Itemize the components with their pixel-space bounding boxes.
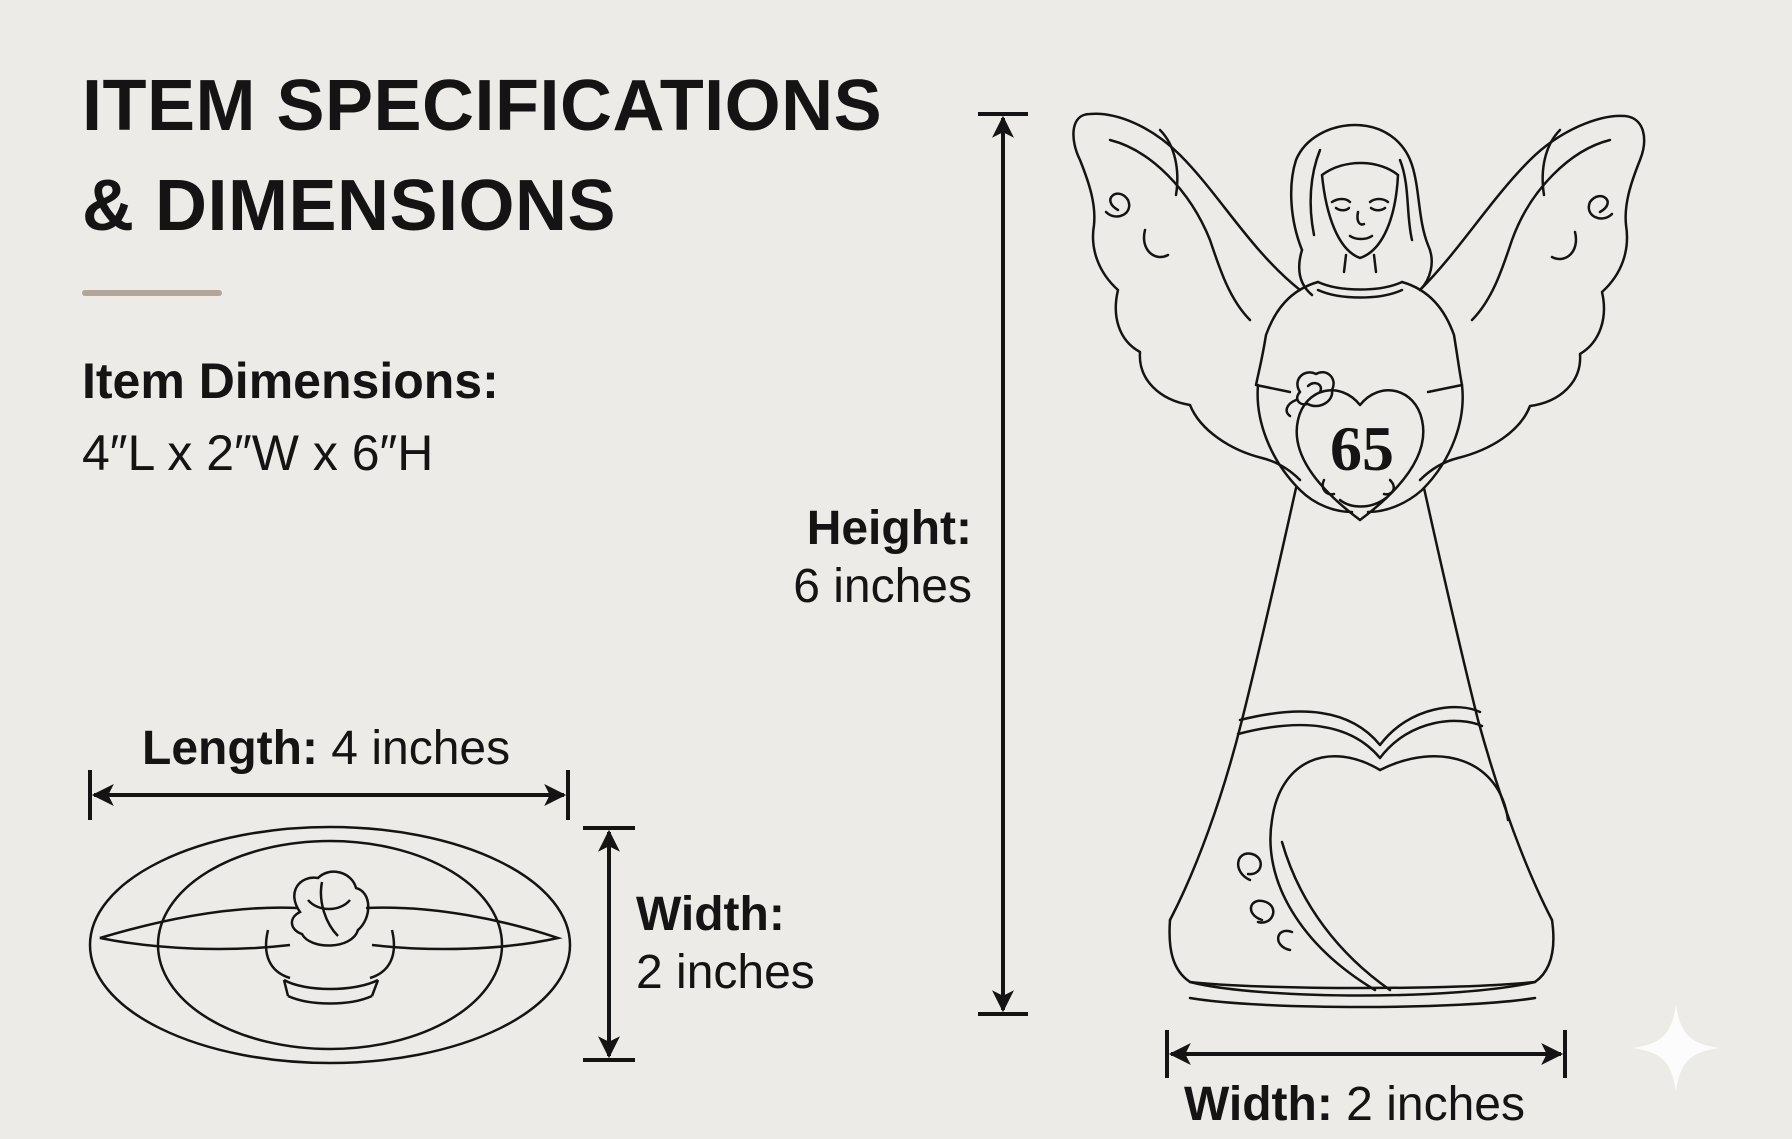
length-label: Length: bbox=[142, 722, 318, 775]
page-title: ITEM SPECIFICATIONS & DIMENSIONS bbox=[82, 56, 882, 256]
height-value: 6 inches bbox=[793, 560, 972, 613]
bottom-width-dimension-line bbox=[1165, 1030, 1567, 1078]
bottom-width-label-group: Width: 2 inches bbox=[1184, 1076, 1525, 1134]
angel-figurine-illustration bbox=[1072, 112, 1646, 1009]
title-line-2: & DIMENSIONS bbox=[82, 166, 617, 246]
length-dimension-line bbox=[88, 770, 570, 820]
height-label-group: Height: 6 inches bbox=[710, 500, 972, 616]
length-label-group: Length: 4 inches bbox=[142, 720, 510, 778]
title-line-1: ITEM SPECIFICATIONS bbox=[82, 66, 883, 146]
bottom-width-label: Width: bbox=[1184, 1078, 1333, 1131]
bottom-width-value: 2 inches bbox=[1346, 1078, 1525, 1131]
accent-divider bbox=[82, 290, 222, 296]
length-value: 4 inches bbox=[331, 722, 511, 775]
top-width-label: Width: bbox=[636, 888, 785, 941]
height-dimension-line bbox=[978, 112, 1028, 1016]
height-label: Height: bbox=[806, 502, 972, 555]
top-view-figurine-illustration bbox=[88, 825, 572, 1065]
top-width-label-group: Width: 2 inches bbox=[636, 886, 815, 1002]
item-dimensions-value: 4″L x 2″W x 6″H bbox=[82, 425, 434, 481]
item-dimensions-label: Item Dimensions: bbox=[82, 353, 499, 409]
sparkle-icon bbox=[1632, 1004, 1720, 1092]
figurine-heart-number: 65 bbox=[1330, 413, 1394, 484]
top-width-dimension-line bbox=[583, 826, 635, 1062]
top-width-value: 2 inches bbox=[636, 946, 815, 999]
